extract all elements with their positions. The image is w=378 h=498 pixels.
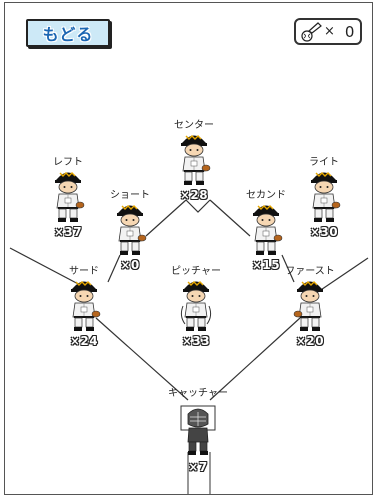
player-short[interactable]: ショート ×0 bbox=[100, 186, 160, 278]
player-count: ×15 bbox=[251, 258, 281, 272]
player-count: ×28 bbox=[179, 188, 209, 202]
baseball-player-icon bbox=[293, 281, 323, 331]
player-count: ×37 bbox=[53, 225, 83, 239]
back-button-label: もどる bbox=[42, 25, 94, 44]
player-count: ×24 bbox=[69, 334, 99, 348]
baseball-player-icon bbox=[181, 135, 211, 185]
position-label: ショート bbox=[110, 190, 150, 201]
catcher-icon bbox=[180, 405, 216, 455]
baseball-player-icon bbox=[253, 205, 283, 255]
position-label: ピッチャー bbox=[171, 266, 221, 277]
player-first[interactable]: ファースト ×20 bbox=[280, 262, 340, 354]
baseball-player-icon bbox=[180, 281, 212, 331]
position-label: ライト bbox=[309, 157, 339, 168]
player-pitcher[interactable]: ピッチャー ×33 bbox=[166, 262, 226, 354]
baseball-player-icon bbox=[117, 205, 147, 255]
player-second[interactable]: セカンド ×15 bbox=[236, 186, 296, 278]
player-center[interactable]: センター ×28 bbox=[164, 116, 224, 208]
position-label: センター bbox=[174, 120, 214, 131]
baseball-player-icon bbox=[71, 281, 101, 331]
position-label: サード bbox=[69, 266, 99, 277]
back-button[interactable]: もどる bbox=[26, 19, 110, 47]
player-count: ×0 bbox=[120, 258, 140, 272]
player-count: ×7 bbox=[188, 460, 208, 474]
ball-count-prefix: × bbox=[324, 24, 335, 39]
position-label: ファースト bbox=[285, 266, 335, 277]
baseball-player-icon bbox=[55, 172, 85, 222]
position-label: セカンド bbox=[246, 190, 286, 201]
player-count: ×30 bbox=[309, 225, 339, 239]
position-label: レフト bbox=[53, 157, 83, 168]
player-count: ×20 bbox=[295, 334, 325, 348]
position-label: キャッチャー bbox=[168, 388, 228, 399]
player-third[interactable]: サード ×24 bbox=[54, 262, 114, 354]
player-right[interactable]: ライト ×30 bbox=[294, 153, 354, 245]
ball-counter: × 0 bbox=[294, 18, 362, 45]
baseball-bat-icon bbox=[301, 21, 322, 42]
player-count: ×33 bbox=[181, 334, 211, 348]
player-left[interactable]: レフト ×37 bbox=[38, 153, 98, 245]
baseball-player-icon bbox=[311, 172, 341, 222]
player-catcher[interactable]: キャッチャー ×7 bbox=[168, 384, 228, 476]
ball-count: 0 bbox=[344, 22, 355, 41]
